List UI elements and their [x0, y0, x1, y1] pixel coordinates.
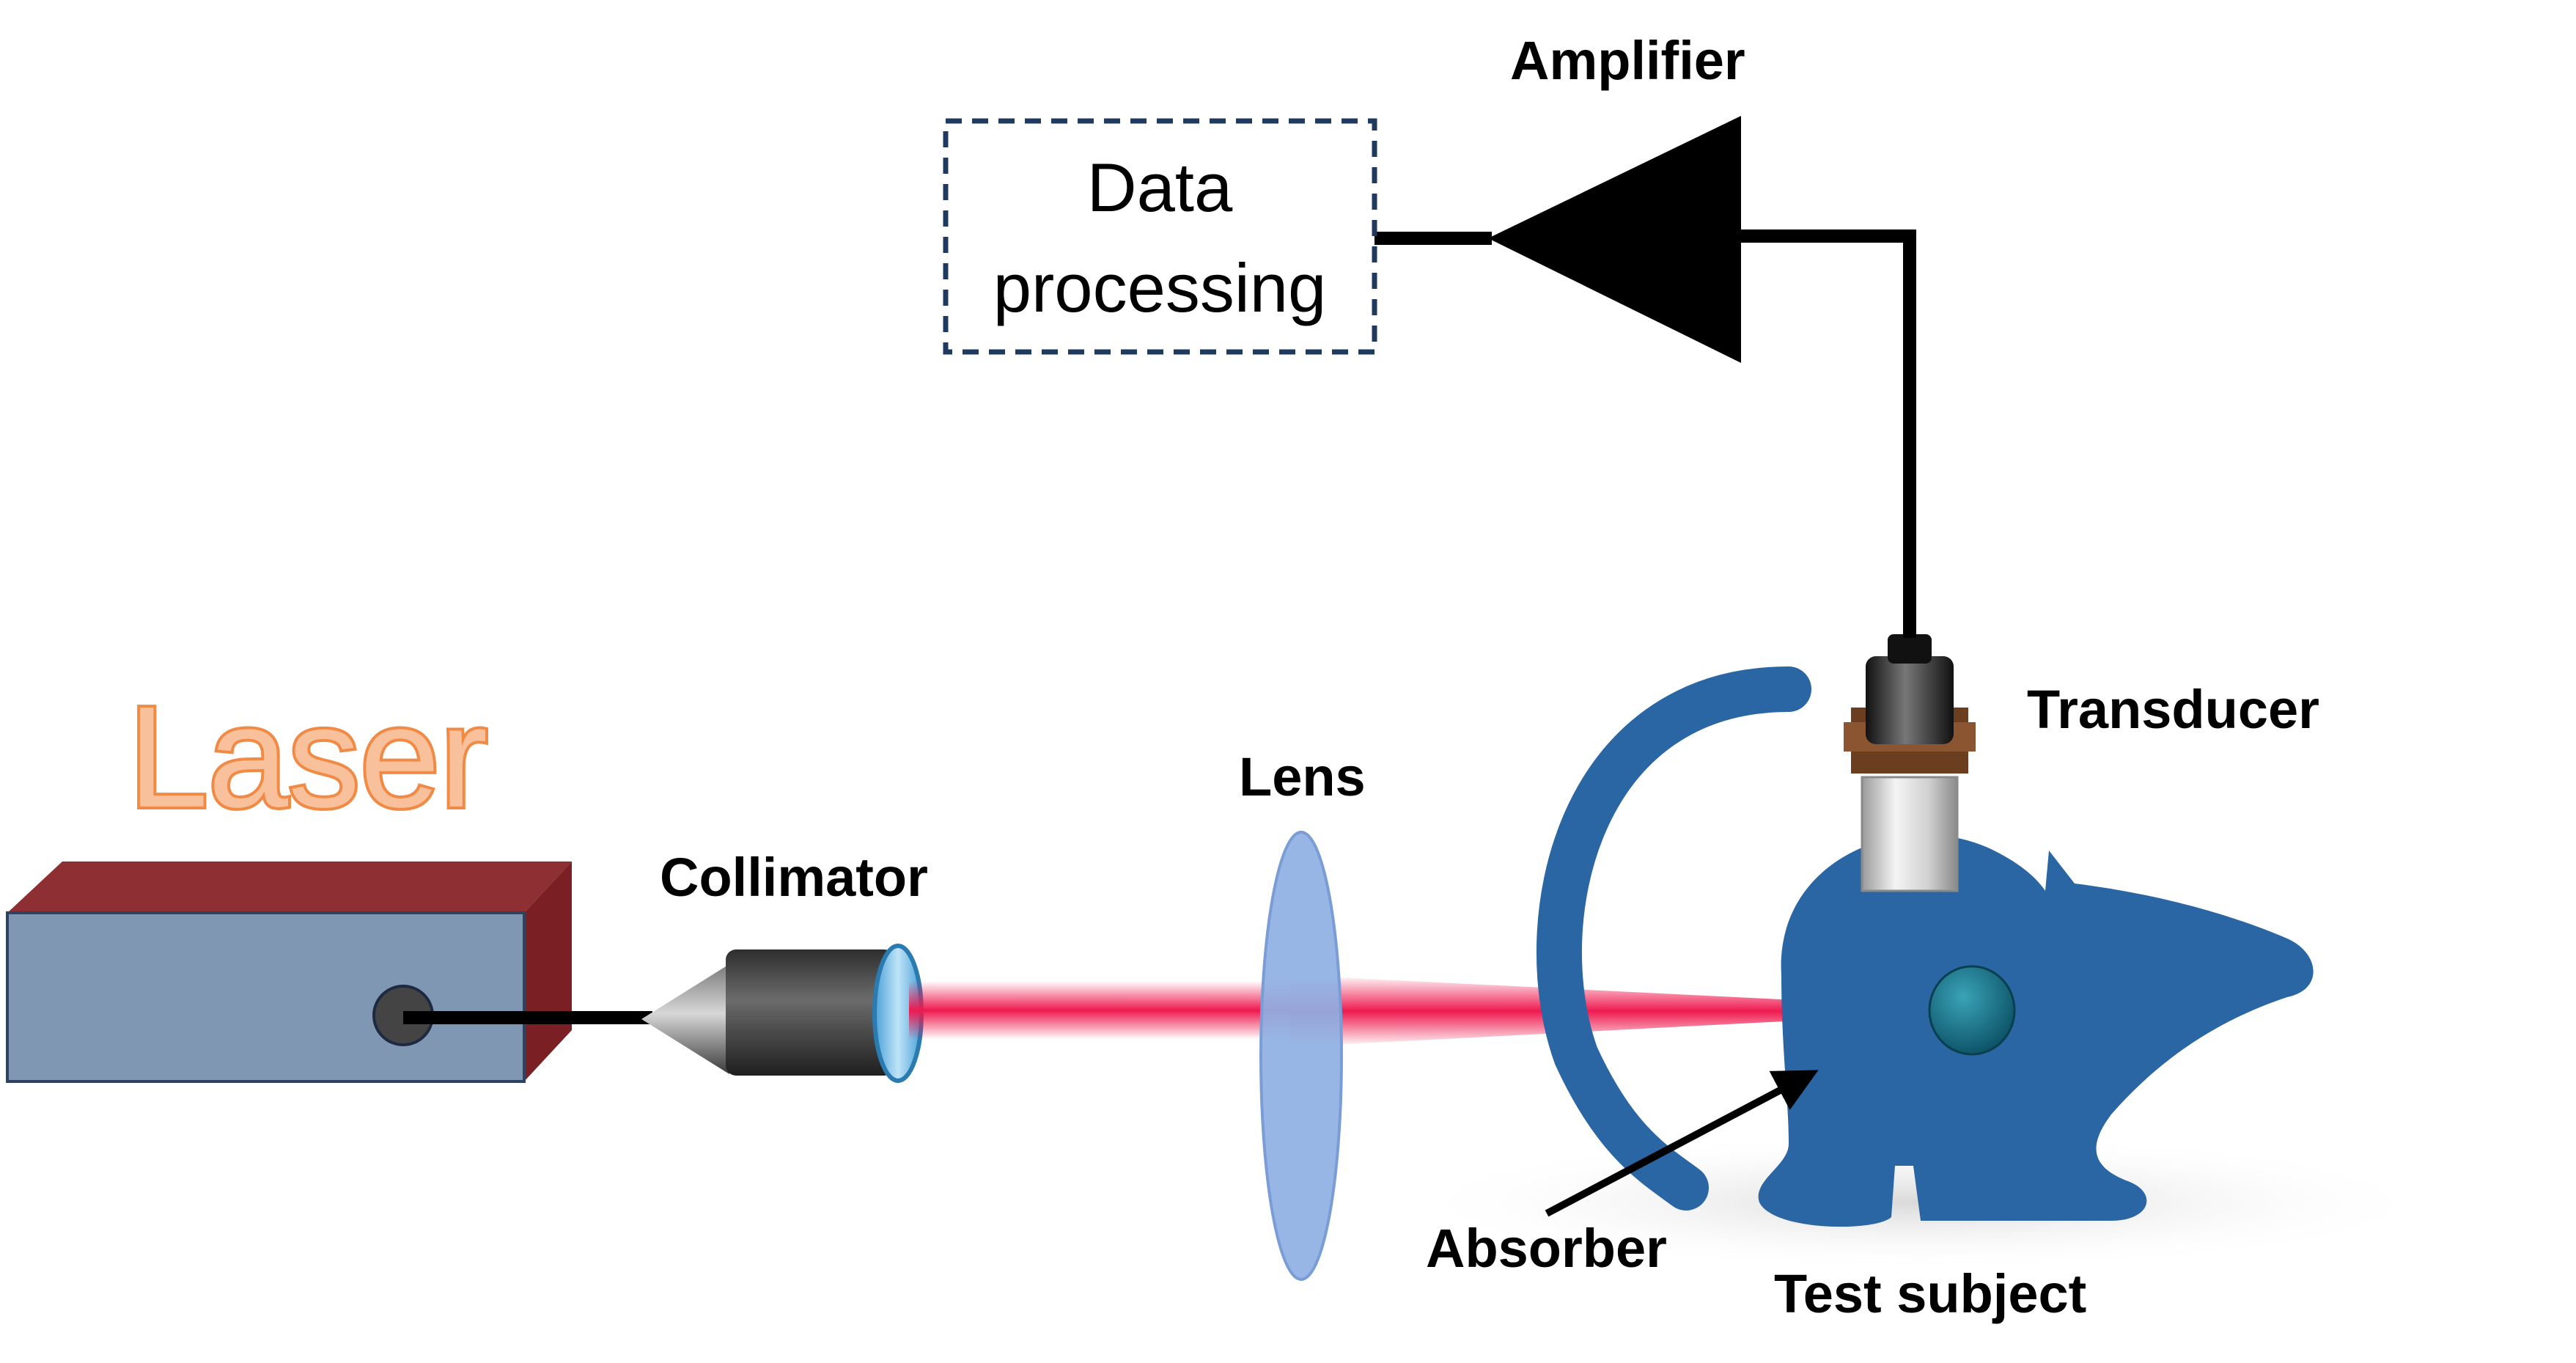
- collimator: [641, 944, 924, 1083]
- test-subject-mouse: [1393, 666, 2448, 1272]
- collimator-label: Collimator: [660, 847, 928, 908]
- test-subject-label: Test subject: [1774, 1263, 2086, 1324]
- ultrasound-transducer: [1844, 634, 1976, 892]
- laser-title: Laser: [128, 677, 487, 837]
- collimator-cone: [641, 964, 729, 1074]
- signal-cable: [1741, 229, 1916, 638]
- transducer-tube: [1861, 776, 1959, 892]
- laser-top-face: [7, 861, 572, 913]
- amplifier-label: Amplifier: [1510, 30, 1745, 91]
- mouse-tail: [1536, 666, 1811, 1210]
- collimated-beam: [909, 981, 1290, 1040]
- transducer-cap: [1866, 656, 1954, 744]
- laser-front-face: [6, 911, 526, 1083]
- lens-label: Lens: [1239, 746, 1366, 807]
- transducer-connector: [1888, 634, 1932, 664]
- collimator-body: [726, 949, 894, 1076]
- mouse-body: [1758, 834, 2314, 1227]
- amplifier-symbol: [1488, 116, 1741, 363]
- laser-device: [6, 861, 572, 1083]
- data-processing-box: [943, 118, 1377, 355]
- data-processing-label-line2: processing: [993, 249, 1327, 326]
- focusing-lens: [1259, 831, 1343, 1281]
- transducer-label: Transducer: [2027, 679, 2319, 740]
- laser-side-face: [524, 861, 572, 1081]
- absorber-label: Absorber: [1426, 1218, 1667, 1279]
- absorber-inclusion: [1928, 965, 2016, 1056]
- data-processing-label-line1: Data: [1087, 149, 1233, 226]
- absorber-arrow: [1545, 1070, 1819, 1217]
